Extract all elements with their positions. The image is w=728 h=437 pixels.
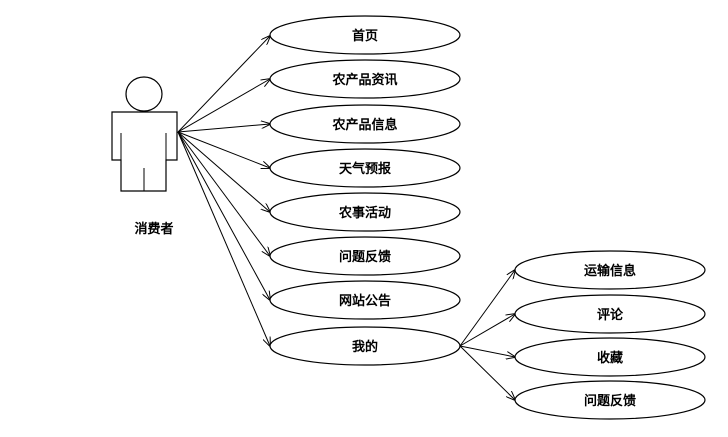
actor-head xyxy=(125,76,163,112)
edge-weather xyxy=(177,131,270,168)
use-case-mine: 我的 xyxy=(269,326,461,366)
use-case-label: 天气预报 xyxy=(339,161,392,177)
actor-body xyxy=(111,111,178,192)
use-case-farm-activity: 农事活动 xyxy=(269,192,461,232)
edge-farm-activity xyxy=(177,131,270,212)
use-case-label: 网站公告 xyxy=(339,293,391,309)
use-case-label: 收藏 xyxy=(597,350,623,366)
use-case-label: 我的 xyxy=(352,339,378,355)
use-case-weather: 天气预报 xyxy=(269,148,461,188)
use-case-label: 问题反馈 xyxy=(339,249,391,265)
actor-edges xyxy=(177,36,270,346)
edge-sub-feedback xyxy=(459,345,515,400)
edge-agri-news xyxy=(177,79,270,133)
edge-agri-info xyxy=(177,124,270,133)
use-case-home: 首页 xyxy=(269,15,461,55)
use-case-label: 评论 xyxy=(597,307,624,323)
edge-comment xyxy=(459,314,515,347)
edge-feedback xyxy=(177,131,270,256)
use-case-label: 农事活动 xyxy=(338,205,391,221)
sub-use-case-shipping: 运输信息 xyxy=(514,250,706,290)
use-case-label: 问题反馈 xyxy=(584,393,636,409)
edge-mine xyxy=(177,131,270,346)
use-case-label: 农产品资讯 xyxy=(331,72,397,88)
sub-use-case-comment: 评论 xyxy=(514,294,706,334)
mine-edges xyxy=(459,270,515,400)
sub-use-case-sub-feedback: 问题反馈 xyxy=(514,380,706,420)
use-case-feedback: 问题反馈 xyxy=(269,236,461,276)
use-case-agri-news: 农产品资讯 xyxy=(269,59,461,99)
edge-shipping xyxy=(459,270,515,347)
edge-favorites xyxy=(459,345,515,357)
use-case-announcement: 网站公告 xyxy=(269,280,461,320)
actor-figure xyxy=(111,76,178,192)
actor-label: 消费者 xyxy=(134,221,173,237)
use-case-agri-info: 农产品信息 xyxy=(269,104,461,144)
sub-use-case-favorites: 收藏 xyxy=(514,337,706,377)
use-case-label: 农产品信息 xyxy=(331,117,397,133)
use-case-label: 首页 xyxy=(352,28,378,44)
edge-announcement xyxy=(177,131,270,300)
edge-home xyxy=(177,36,270,133)
use-case-label: 运输信息 xyxy=(584,263,636,279)
